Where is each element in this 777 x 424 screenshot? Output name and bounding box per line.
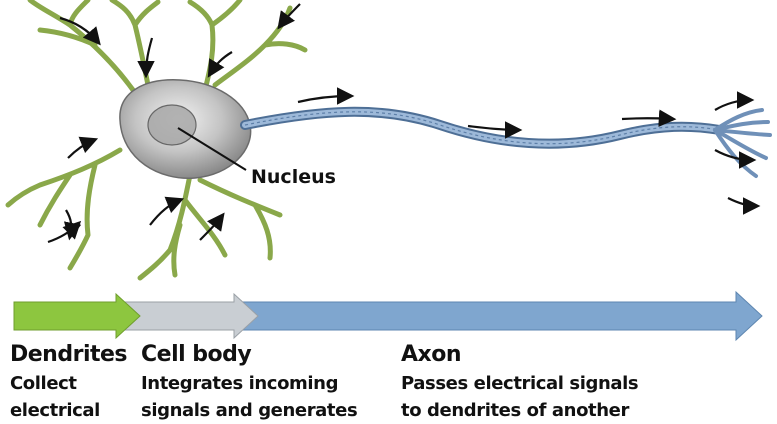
cell-body-desc-line-2: signals and generates [141,400,358,421]
dendrites-desc-line-2: electrical [10,400,100,421]
dendrites-region-arrow [13,292,141,340]
cell-body-region-arrow [121,292,259,340]
dendrites-description: Collect electrical [10,370,100,424]
dendrites-desc-line-1: Collect [10,373,77,394]
cell-body [119,79,252,179]
region-arrow-bar [13,290,763,342]
axon-terminals [713,108,772,178]
axon-desc-line-2: to dendrites of another [401,400,629,421]
axon-desc-line-1: Passes electrical signals [401,373,639,394]
neuron-illustration [5,0,772,342]
axon-heading: Axon [401,342,462,367]
dendrites-heading: Dendrites [10,342,128,367]
nucleus-pointer [177,127,247,171]
axon-description: Passes electrical signals to dendrites o… [401,370,639,424]
signal-arrows [47,3,761,244]
neuron-diagram: Nucleus Dendrites Collect electrical Cel… [5,0,772,421]
cell-body-description: Integrates incoming signals and generate… [141,370,358,424]
axon-region-arrow [237,290,763,342]
axon [240,106,772,178]
cell-body-heading: Cell body [141,342,252,367]
nucleus-label: Nucleus [251,166,336,188]
cell-body-desc-line-1: Integrates incoming [141,373,339,394]
nucleus [147,104,197,146]
